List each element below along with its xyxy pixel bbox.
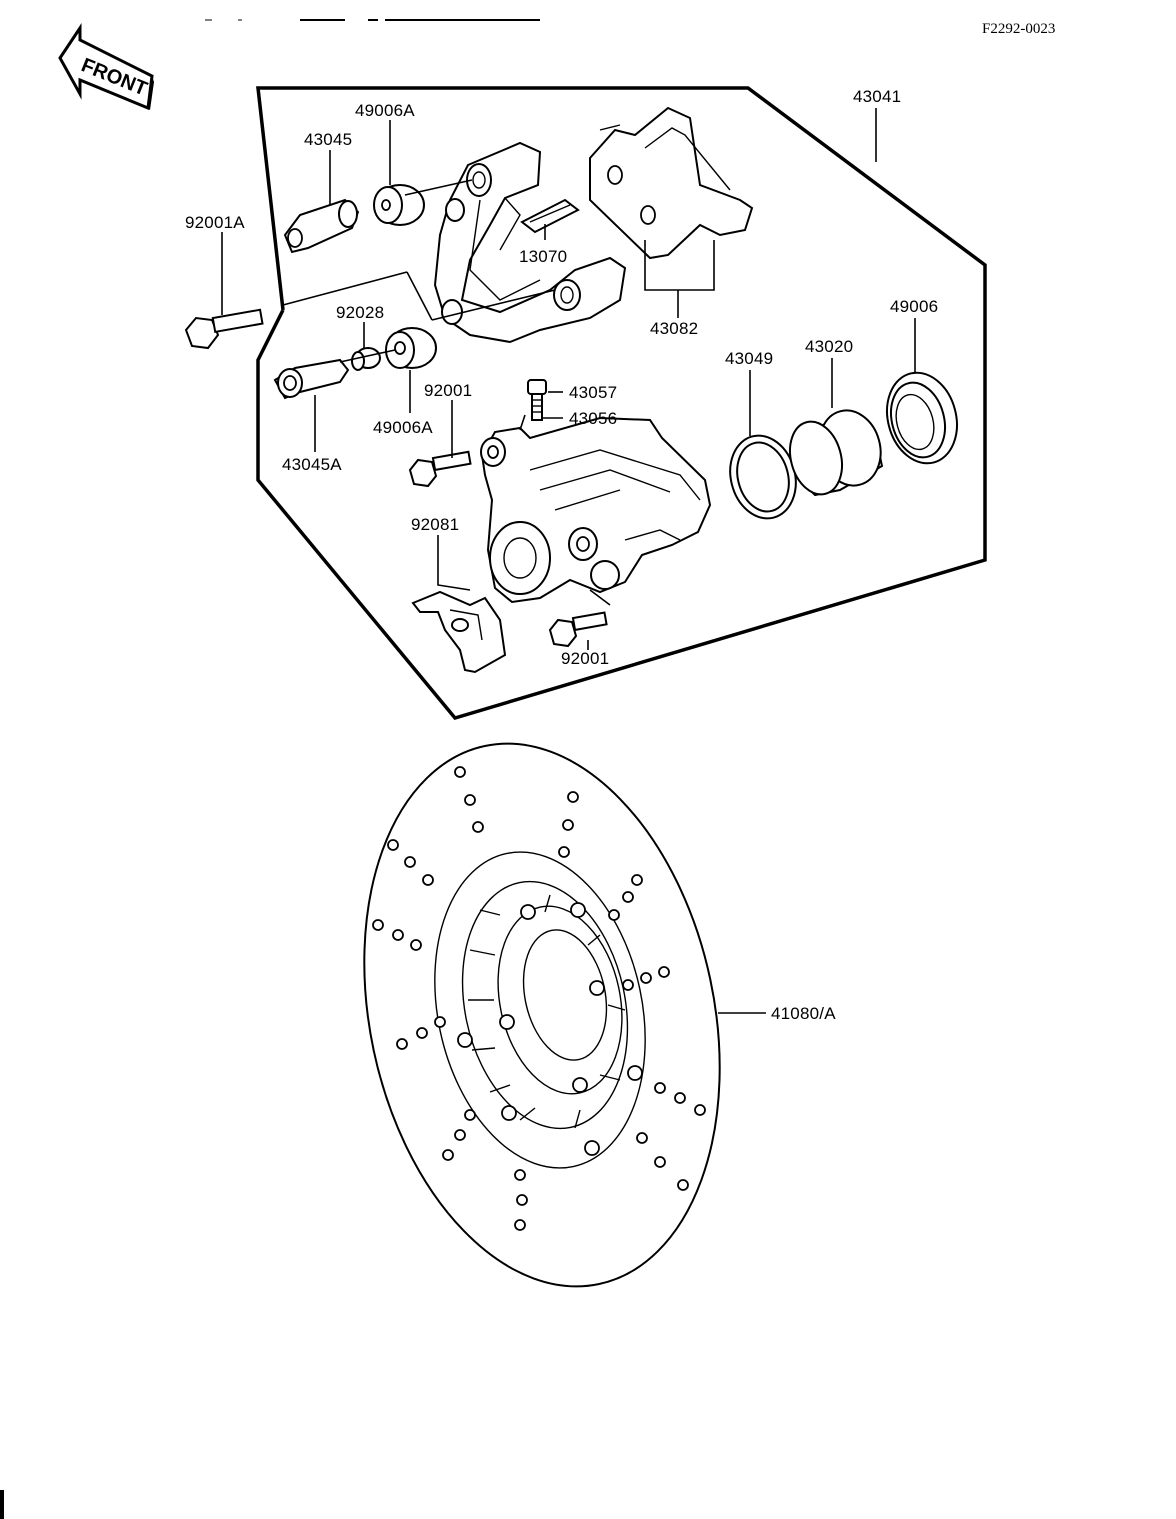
label-43045: 43045 [304,130,352,149]
label-43049: 43049 [725,349,773,368]
part-labels: 43041 49006A 43045 13070 43082 92001A 92… [185,87,938,1023]
leader-lines [221,108,916,1014]
piston-seal-43049 [729,434,797,520]
label-13070: 13070 [519,247,567,266]
label-92028: 92028 [336,303,384,322]
scan-artifacts [0,19,540,1519]
pad-spring-92081 [411,590,507,674]
label-43057: 43057 [569,383,617,402]
label-43020: 43020 [805,337,853,356]
brake-pads-43082 [589,106,754,260]
label-41080A: 41080/A [771,1004,836,1023]
brake-disc-41080A [363,742,721,1288]
slide-pin-43045A [273,358,350,400]
bolt-92001-upper [408,450,472,488]
label-43045A: 43045A [282,455,342,474]
label-49006: 49006 [890,297,938,316]
label-43056: 43056 [569,409,617,428]
label-92001-lower: 92001 [561,649,609,668]
piston-43020 [789,409,884,497]
pad-spring-13070 [520,198,580,234]
caliper-assembly-boundary [256,86,987,721]
slide-pin-43045 [283,198,360,254]
label-92001A: 92001A [185,213,245,232]
boot-49006A-bottom [385,327,437,369]
bolt-92001-lower [548,611,608,648]
bolt-92001A [184,308,264,350]
bleeder-valve-43057-43056 [527,379,547,421]
label-43082: 43082 [650,319,698,338]
label-49006A-top: 49006A [355,101,415,120]
front-arrow-icon: FRONT [58,23,154,111]
label-92001-upper: 92001 [424,381,472,400]
label-43041: 43041 [853,87,901,106]
caliper-bracket-drawing [433,141,627,344]
sleeve-92028 [351,347,381,371]
dust-boot-49006 [886,371,958,465]
boot-49006A-top [373,184,425,226]
label-92081: 92081 [411,515,459,534]
caliper-body-drawing [480,416,712,604]
document-id: F2292-0023 [982,21,1055,37]
label-49006A-bottom: 49006A [373,418,433,437]
